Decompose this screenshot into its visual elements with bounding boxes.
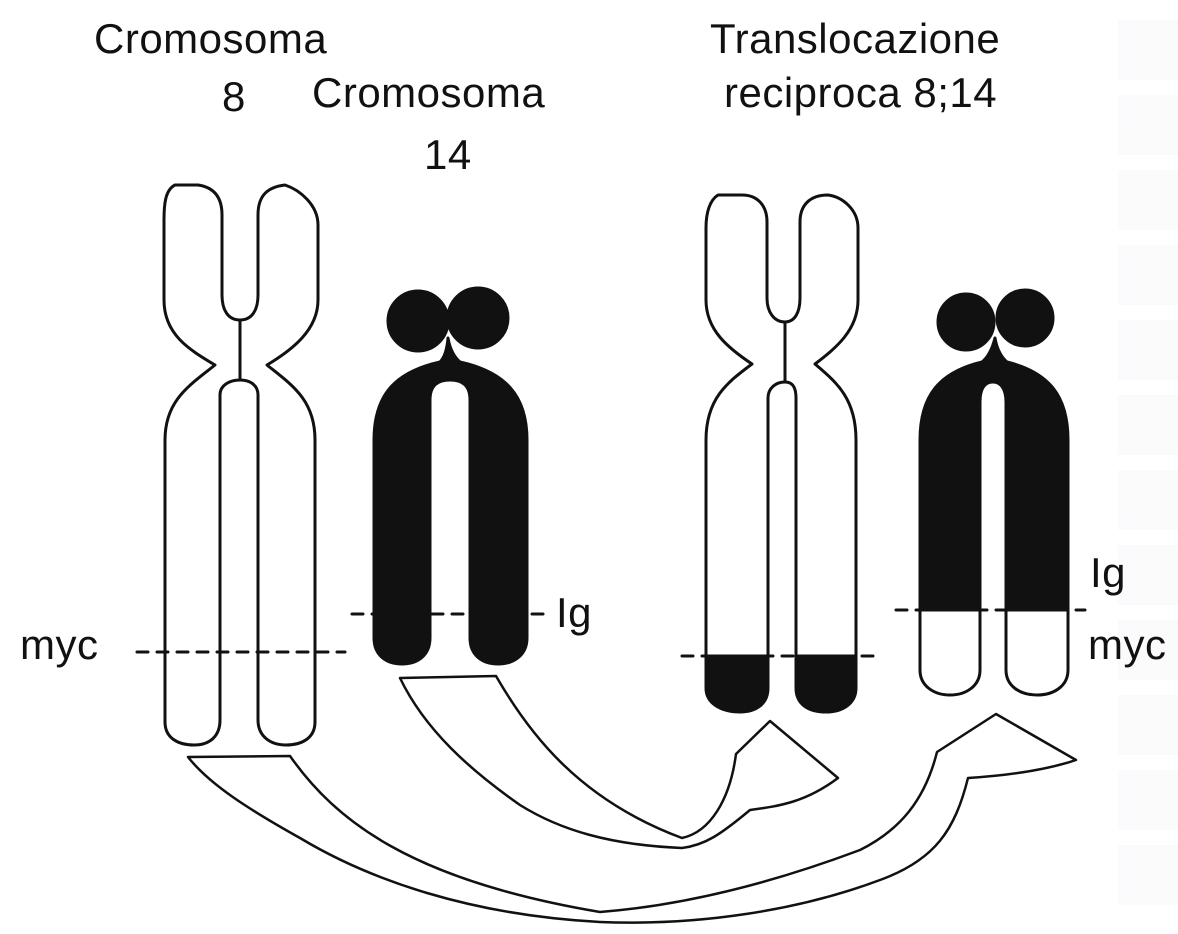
chromosome-14 xyxy=(374,288,527,664)
exchange-arrow-14-to-8 xyxy=(400,676,838,848)
chromosome-14-title-line2: 14 xyxy=(424,134,472,176)
derivative-14-white-tip-right xyxy=(1006,610,1068,695)
chromosome-8-chromatid-right xyxy=(240,185,318,745)
derivative-14-satellite-left xyxy=(938,294,994,350)
translocation-title-line2: reciproca 8;14 xyxy=(724,72,997,114)
chromosome-8 xyxy=(164,185,318,745)
chromosome-14-satellite-left xyxy=(388,291,448,351)
derivative-chromosome-14 xyxy=(920,290,1068,695)
derivative-chromosome-8 xyxy=(706,195,858,712)
myc-label-left: myc xyxy=(20,624,99,666)
derivative-8-chromatid-left xyxy=(706,195,785,656)
derivative-8-chromatid-right xyxy=(785,195,858,656)
derivative-14-satellite-right xyxy=(997,290,1053,346)
derivative-14-black-body xyxy=(920,338,1068,610)
translocation-title-line1: Translocazione xyxy=(710,18,1000,60)
derivative-8-black-tip-right xyxy=(796,656,856,712)
derivative-14-white-tip-left xyxy=(920,610,980,695)
myc-label-right: myc xyxy=(1088,624,1167,666)
chromosome-8-title-line1: Cromosoma xyxy=(94,18,327,60)
chromosome-14-title-line1: Cromosoma xyxy=(312,72,545,114)
ig-label-right: Ig xyxy=(1090,552,1126,594)
chromosome-14-satellite-right xyxy=(448,288,508,348)
chromosome-8-chromatid-left xyxy=(164,185,240,745)
chromosome-8-title-line2: 8 xyxy=(222,76,246,118)
derivative-8-black-tip-left xyxy=(706,656,768,712)
ig-label-left: Ig xyxy=(556,592,592,634)
